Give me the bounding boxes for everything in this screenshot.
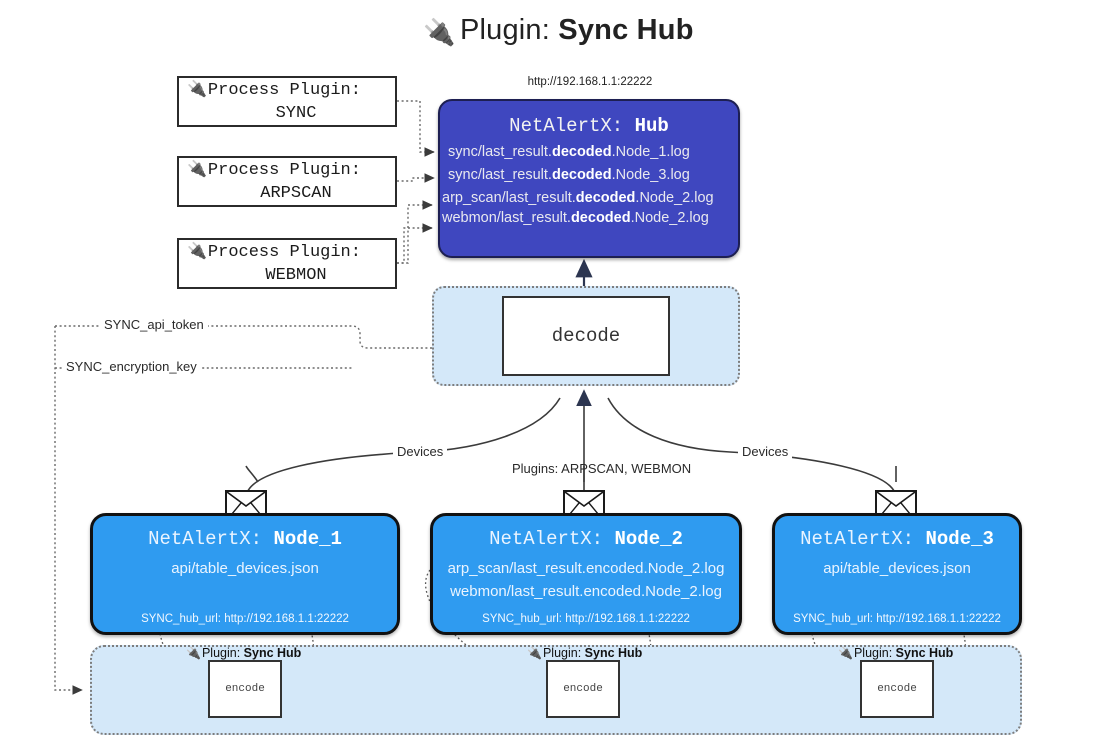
node-box-node2[interactable]: NetAlertX: Node_2 arp_scan/last_result.e…: [430, 513, 742, 635]
node-line: arp_scan/last_result.encoded.Node_2.log: [447, 560, 725, 577]
hub-log-line: arp_scan/last_result.decoded.Node_2.log: [442, 190, 714, 206]
hub-title: NetAlertX: Hub: [509, 115, 669, 137]
node-footer: SYNC_hub_url: http://192.168.1.1:22222: [141, 613, 349, 625]
node-title: NetAlertX: Node_3: [800, 528, 994, 550]
hub-log-line: sync/last_result.decoded.Node_3.log: [448, 167, 690, 183]
node-box-node1[interactable]: NetAlertX: Node_1 api/table_devices.json…: [90, 513, 400, 635]
plug-icon: 🔌: [187, 160, 207, 179]
process-plugin-line2: WEBMON: [265, 265, 327, 285]
hub-log-line: webmon/last_result.decoded.Node_2.log: [442, 210, 709, 226]
encode-box-1[interactable]: encode: [208, 660, 282, 718]
decode-box[interactable]: decode: [502, 296, 670, 376]
process-plugin-line1: 🔌Process Plugin:: [187, 160, 361, 180]
edge-label-sync-api-token: SYNC_api_token: [100, 317, 208, 332]
node-box-node3[interactable]: NetAlertX: Node_3 api/table_devices.json…: [772, 513, 1022, 635]
encode-box-3[interactable]: encode: [860, 660, 934, 718]
encode-box-2[interactable]: encode: [546, 660, 620, 718]
hub-node[interactable]: NetAlertX: Hub sync/last_result.decoded.…: [438, 99, 740, 258]
process-plugin-box-arpscan[interactable]: 🔌Process Plugin: ARPSCAN: [177, 156, 397, 207]
node-footer: SYNC_hub_url: http://192.168.1.1:22222: [793, 613, 1001, 625]
page-title-name: Sync Hub: [558, 14, 694, 46]
node-line: api/table_devices.json: [823, 560, 971, 577]
plug-icon: 🔌: [187, 242, 207, 261]
process-plugin-line2: SYNC: [275, 103, 317, 123]
node-footer: SYNC_hub_url: http://192.168.1.1:22222: [482, 613, 690, 625]
encoder-caption-3: 🔌Plugin: Sync Hub: [838, 646, 954, 660]
node-title: NetAlertX: Node_1: [148, 528, 342, 550]
process-plugin-box-webmon[interactable]: 🔌Process Plugin: WEBMON: [177, 238, 397, 289]
page-title-prefix: Plugin:: [459, 14, 551, 46]
plug-icon: 🔌: [527, 646, 542, 660]
process-plugin-line1: 🔌Process Plugin:: [187, 242, 361, 262]
page-title: 🔌Plugin: Sync Hub: [0, 14, 1117, 48]
edge-label-devices-left: Devices: [393, 444, 448, 459]
plug-icon: 🔌: [423, 17, 456, 47]
process-plugin-box-sync[interactable]: 🔌Process Plugin: SYNC: [177, 76, 397, 127]
process-plugin-line1: 🔌Process Plugin:: [187, 80, 361, 100]
plug-icon: 🔌: [187, 80, 207, 99]
plug-icon: 🔌: [838, 646, 853, 660]
node-title: NetAlertX: Node_2: [489, 528, 683, 550]
encoder-caption-2: 🔌Plugin: Sync Hub: [527, 646, 643, 660]
node-line: api/table_devices.json: [171, 560, 319, 577]
node-line: webmon/last_result.encoded.Node_2.log: [450, 583, 722, 600]
edge-label-plugins-center: Plugins: ARPSCAN, WEBMON: [512, 461, 692, 476]
process-plugin-line2: ARPSCAN: [260, 183, 332, 203]
encoder-caption-1: 🔌Plugin: Sync Hub: [186, 646, 302, 660]
edge-label-sync-encryption-key: SYNC_encryption_key: [62, 359, 201, 374]
hub-url-label: http://192.168.1.1:22222: [527, 76, 653, 88]
edge-label-devices-right: Devices: [738, 444, 793, 459]
hub-log-line: sync/last_result.decoded.Node_1.log: [448, 144, 690, 160]
plug-icon: 🔌: [186, 646, 201, 660]
